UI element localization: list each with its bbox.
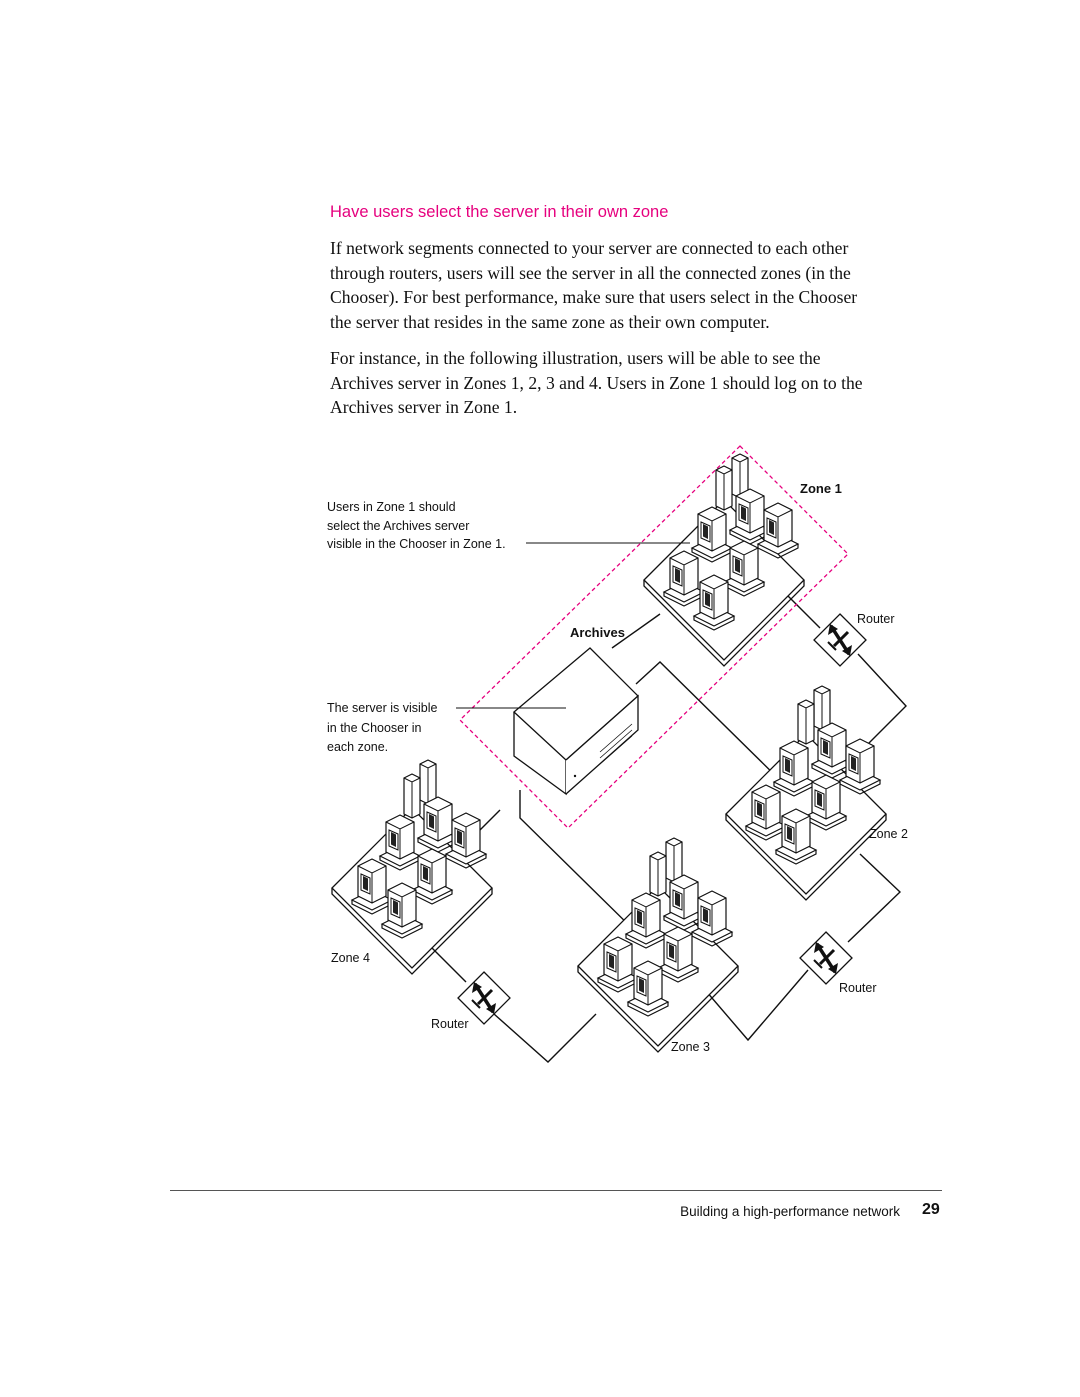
archives-label: Archives: [570, 625, 625, 640]
callout-users-line: select the Archives server: [327, 519, 469, 533]
zone-1-cluster: [643, 453, 805, 667]
paragraph-2-line: For instance, in the following illustrat…: [330, 348, 821, 368]
section-heading: Have users select the server in their ow…: [330, 203, 669, 221]
callout-users-line: Users in Zone 1 should: [327, 500, 456, 514]
zone-4-cluster: [331, 759, 493, 975]
paragraph-2-line: Archives server in Zones 1, 2, 3 and 4. …: [330, 372, 863, 393]
zone-3-cluster: [577, 837, 739, 1053]
paragraph-1-line: Chooser). For best performance, make sur…: [330, 287, 858, 308]
paragraph-1-line: the server that resides in the same zone…: [330, 311, 770, 332]
router-right-label: Router: [839, 981, 877, 995]
callout-server-line: each zone.: [327, 740, 388, 754]
zone-2-label: Zone 2: [869, 827, 908, 841]
paragraph-1: If network segments connected to your se…: [330, 236, 930, 334]
zone-3-label: Zone 3: [671, 1040, 710, 1054]
callout-users-line: visible in the Chooser in Zone 1.: [327, 537, 506, 551]
network-links: [423, 589, 907, 1063]
router-top-label: Router: [857, 612, 895, 626]
zone-1-boundary: [459, 445, 849, 829]
router-right-icon: [798, 930, 854, 986]
zone-4-label: Zone 4: [331, 951, 370, 965]
zone-1-label: Zone 1: [800, 481, 842, 496]
callout-server-line: The server is visible: [327, 701, 437, 715]
paragraph-2-line: Archives server in Zone 1.: [330, 397, 518, 418]
page-number: 29: [922, 1201, 940, 1218]
router-left-label: Router: [431, 1017, 469, 1031]
callout-server-line: in the Chooser in: [327, 721, 422, 735]
footer-rule: [170, 1190, 942, 1191]
archives-server: [513, 647, 639, 796]
paragraph-1-line: If network segments connected to your se…: [330, 238, 849, 258]
footer-title: Building a high-performance network: [680, 1204, 900, 1219]
zone-2-cluster: [725, 685, 887, 901]
paragraph-1-line: through routers, users will see the serv…: [330, 262, 851, 283]
paragraph-2: For instance, in the following illustrat…: [330, 346, 930, 420]
